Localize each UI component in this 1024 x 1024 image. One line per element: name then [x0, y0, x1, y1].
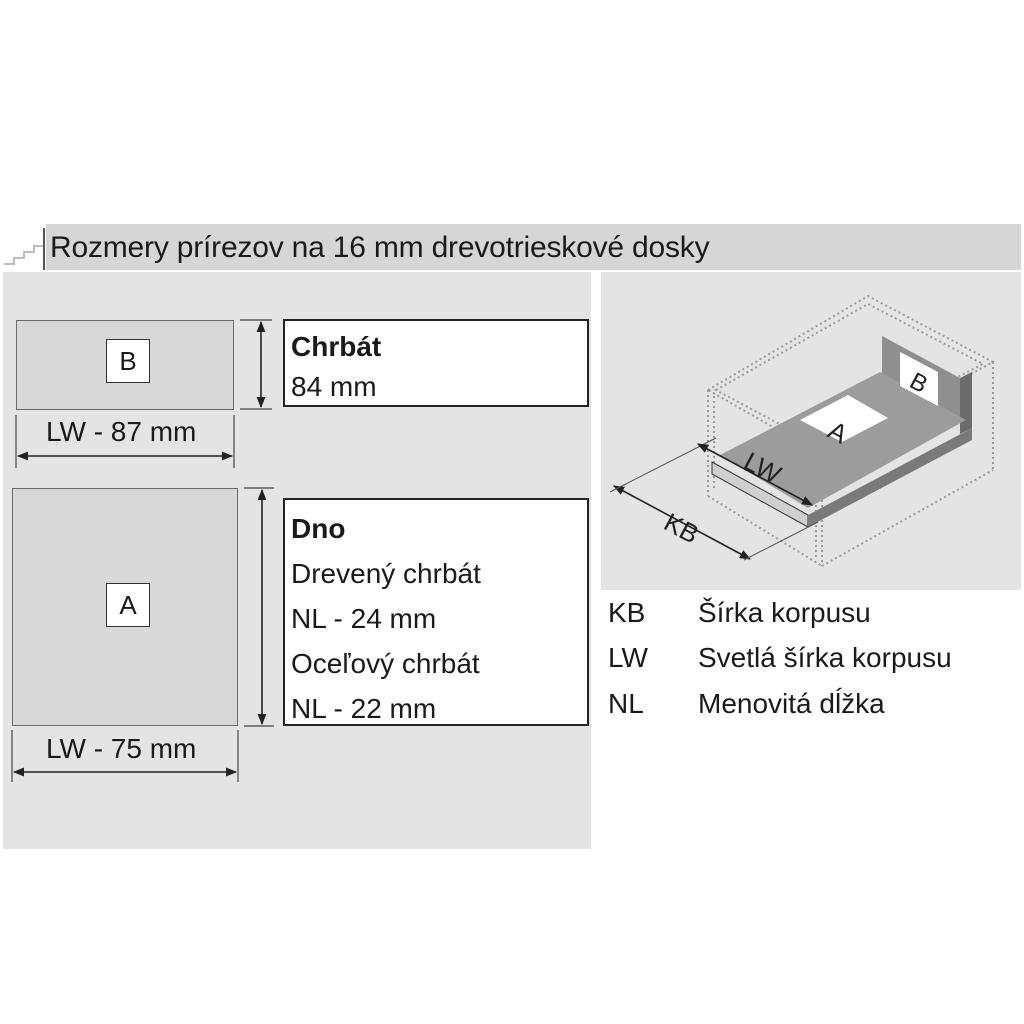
part-b-height: 84 mm [291, 371, 377, 402]
legend-text-lw: Svetlá šírka korpusu [698, 642, 952, 673]
legend-abbr-lw: LW [608, 642, 648, 673]
title-band [0, 224, 1021, 270]
part-a-detail-3: Oceľový chrbát [291, 648, 480, 679]
legend-abbr-nl: NL [608, 688, 644, 719]
page-title: Rozmery prírezov na 16 mm drevotrieskové… [50, 231, 710, 264]
part-b-letter: B [106, 339, 150, 383]
stair-mark-icon [4, 228, 45, 270]
part-a-infobox: Dno Drevený chrbát NL - 24 mm Oceľový ch… [283, 498, 589, 726]
part-a-width-label: LW - 75 mm [40, 733, 203, 765]
part-a-detail-4: NL - 22 mm [291, 693, 437, 724]
part-b-width-label: LW - 87 mm [40, 416, 203, 448]
legend-text-kb: Šírka korpusu [698, 597, 871, 628]
part-a-detail-2: NL - 24 mm [291, 603, 437, 634]
part-b-infobox: Chrbát 84 mm [283, 319, 589, 407]
part-b-name: Chrbát [291, 331, 382, 362]
legend-abbr-kb: KB [608, 597, 646, 628]
legend-text-nl: Menovitá dĺžka [698, 688, 885, 719]
part-a-name: Dno [291, 513, 346, 544]
title-band-mark [0, 224, 46, 270]
part-a-letter: A [106, 583, 150, 627]
part-a-detail-1: Drevený chrbát [291, 558, 481, 589]
